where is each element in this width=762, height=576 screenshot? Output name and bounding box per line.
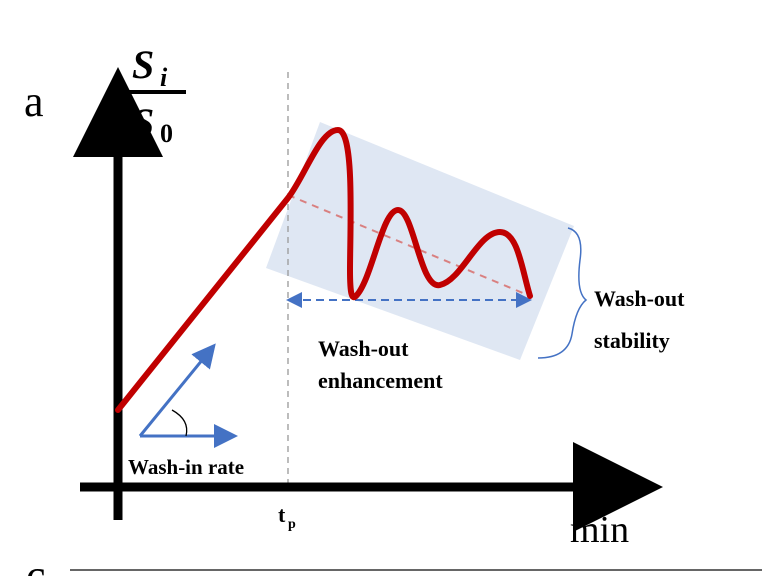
panel-label-c: c [26,551,46,576]
y-denominator: S [132,100,154,145]
y-numerator: S [132,42,154,87]
tick-tp-sub: p [288,517,296,532]
wash-out-enhancement-label-1: Wash-out [318,336,409,361]
angle-arc [171,409,188,437]
wash-out-stability-label-2: stability [594,328,670,353]
wash-out-stability-label-1: Wash-out [594,286,685,311]
wash-in-slope-arrow [138,343,216,437]
x-axis-unit: min [570,509,629,551]
tick-tp: t [278,502,286,527]
panel-label-a: a [24,77,44,126]
y-numerator-sub: i [160,63,168,92]
y-axis-label: S i S 0 [128,42,186,148]
signal-curve [115,127,533,413]
wash-in-rate-label: Wash-in rate [128,455,244,479]
wash-in-angle [138,343,238,448]
y-denominator-sub: 0 [160,119,173,148]
trend-line [287,194,531,297]
wash-out-enhancement-label-2: enhancement [318,368,443,393]
stability-brace [537,227,588,359]
